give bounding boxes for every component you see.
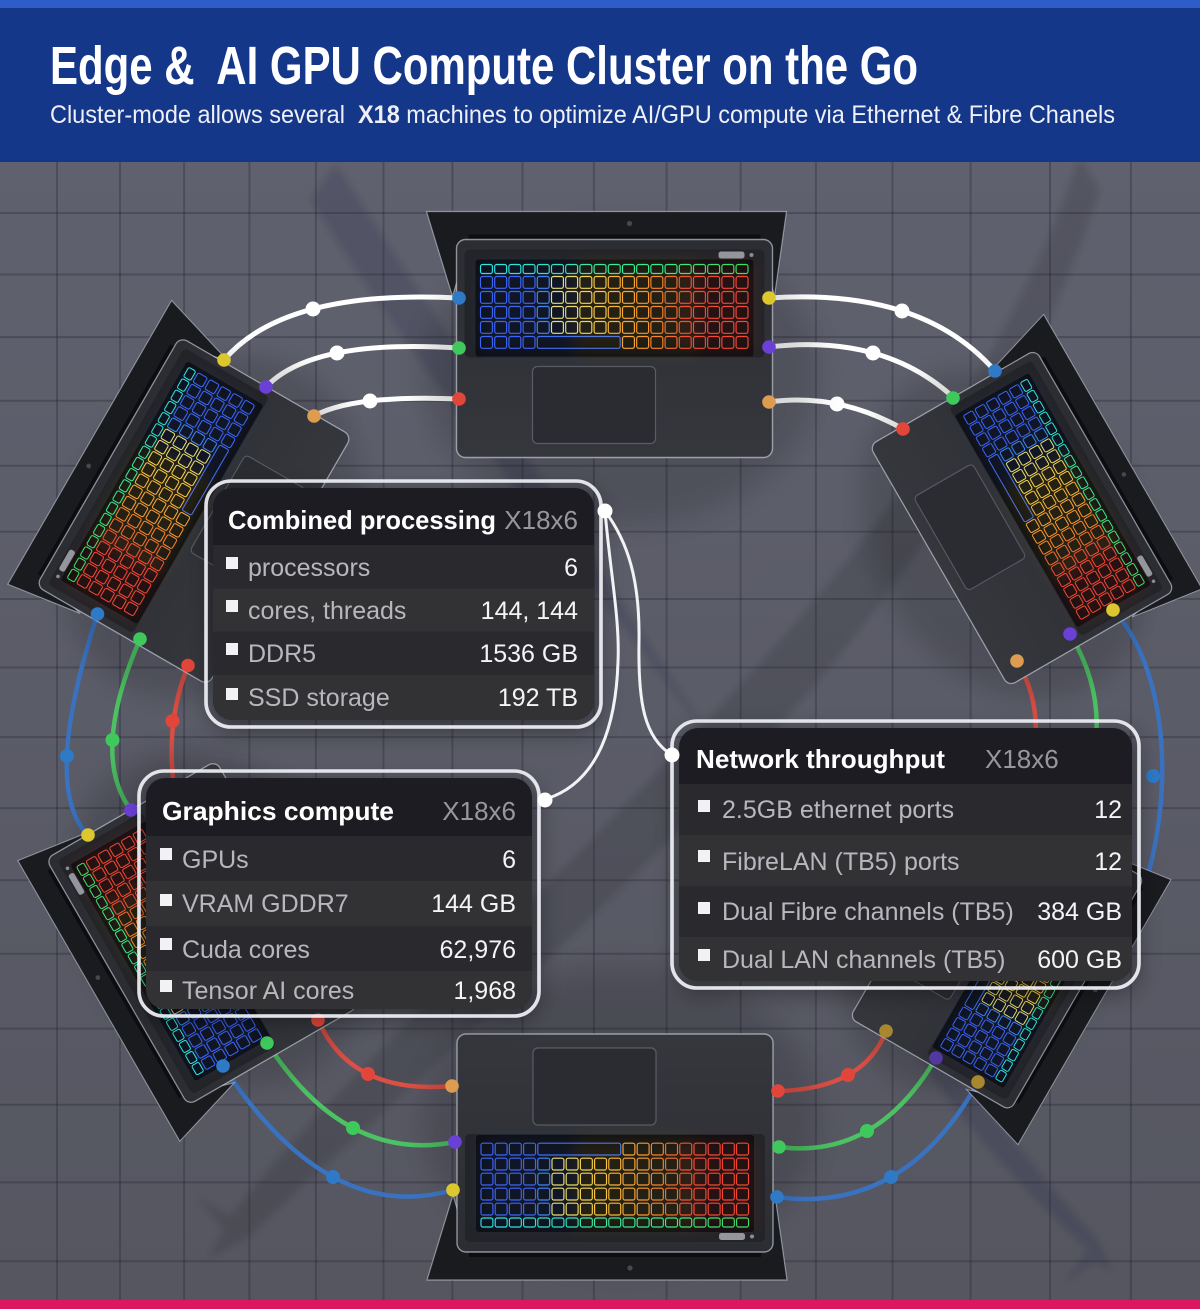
svg-text:12: 12 bbox=[1094, 848, 1122, 876]
svg-text:GPUs: GPUs bbox=[182, 846, 249, 874]
svg-text:62,976: 62,976 bbox=[440, 936, 516, 964]
svg-text:X18x6: X18x6 bbox=[985, 744, 1059, 774]
svg-text:SSD storage: SSD storage bbox=[248, 684, 390, 712]
svg-text:X18x6: X18x6 bbox=[442, 796, 516, 826]
svg-text:Combined processing: Combined processing bbox=[228, 505, 496, 535]
svg-text:Dual LAN channels (TB5): Dual LAN channels (TB5) bbox=[722, 946, 1005, 974]
svg-text:1536 GB: 1536 GB bbox=[479, 640, 578, 668]
svg-text:X18x6: X18x6 bbox=[504, 505, 578, 535]
svg-text:192 TB: 192 TB bbox=[498, 684, 578, 712]
svg-text:Cuda cores: Cuda cores bbox=[182, 936, 310, 964]
svg-text:12: 12 bbox=[1094, 796, 1122, 824]
svg-text:384 GB: 384 GB bbox=[1037, 898, 1122, 926]
svg-text:Edge & AI GPU Compute Cluster: Edge & AI GPU Compute Cluster on the Go bbox=[50, 36, 918, 96]
svg-text:600 GB: 600 GB bbox=[1037, 946, 1122, 974]
svg-text:processors: processors bbox=[248, 554, 370, 582]
svg-text:VRAM GDDR7: VRAM GDDR7 bbox=[182, 890, 349, 918]
svg-text:Tensor AI cores: Tensor AI cores bbox=[182, 977, 354, 1005]
svg-text:Graphics compute: Graphics compute bbox=[162, 796, 394, 826]
svg-text:144, 144: 144, 144 bbox=[481, 597, 578, 625]
svg-text:6: 6 bbox=[564, 554, 578, 582]
svg-text:1,968: 1,968 bbox=[453, 977, 516, 1005]
svg-text:144 GB: 144 GB bbox=[431, 890, 516, 918]
svg-text:6: 6 bbox=[502, 846, 516, 874]
svg-text:Network throughput: Network throughput bbox=[696, 744, 945, 774]
svg-text:FibreLAN (TB5) ports: FibreLAN (TB5) ports bbox=[722, 848, 960, 876]
svg-text:2.5GB ethernet ports: 2.5GB ethernet ports bbox=[722, 796, 954, 824]
svg-text:DDR5: DDR5 bbox=[248, 640, 316, 668]
svg-text:Dual Fibre channels (TB5): Dual Fibre channels (TB5) bbox=[722, 898, 1014, 926]
svg-text:cores, threads: cores, threads bbox=[248, 597, 406, 625]
svg-text:Cluster-mode allows several X: Cluster-mode allows several X18 machines… bbox=[50, 101, 1115, 129]
